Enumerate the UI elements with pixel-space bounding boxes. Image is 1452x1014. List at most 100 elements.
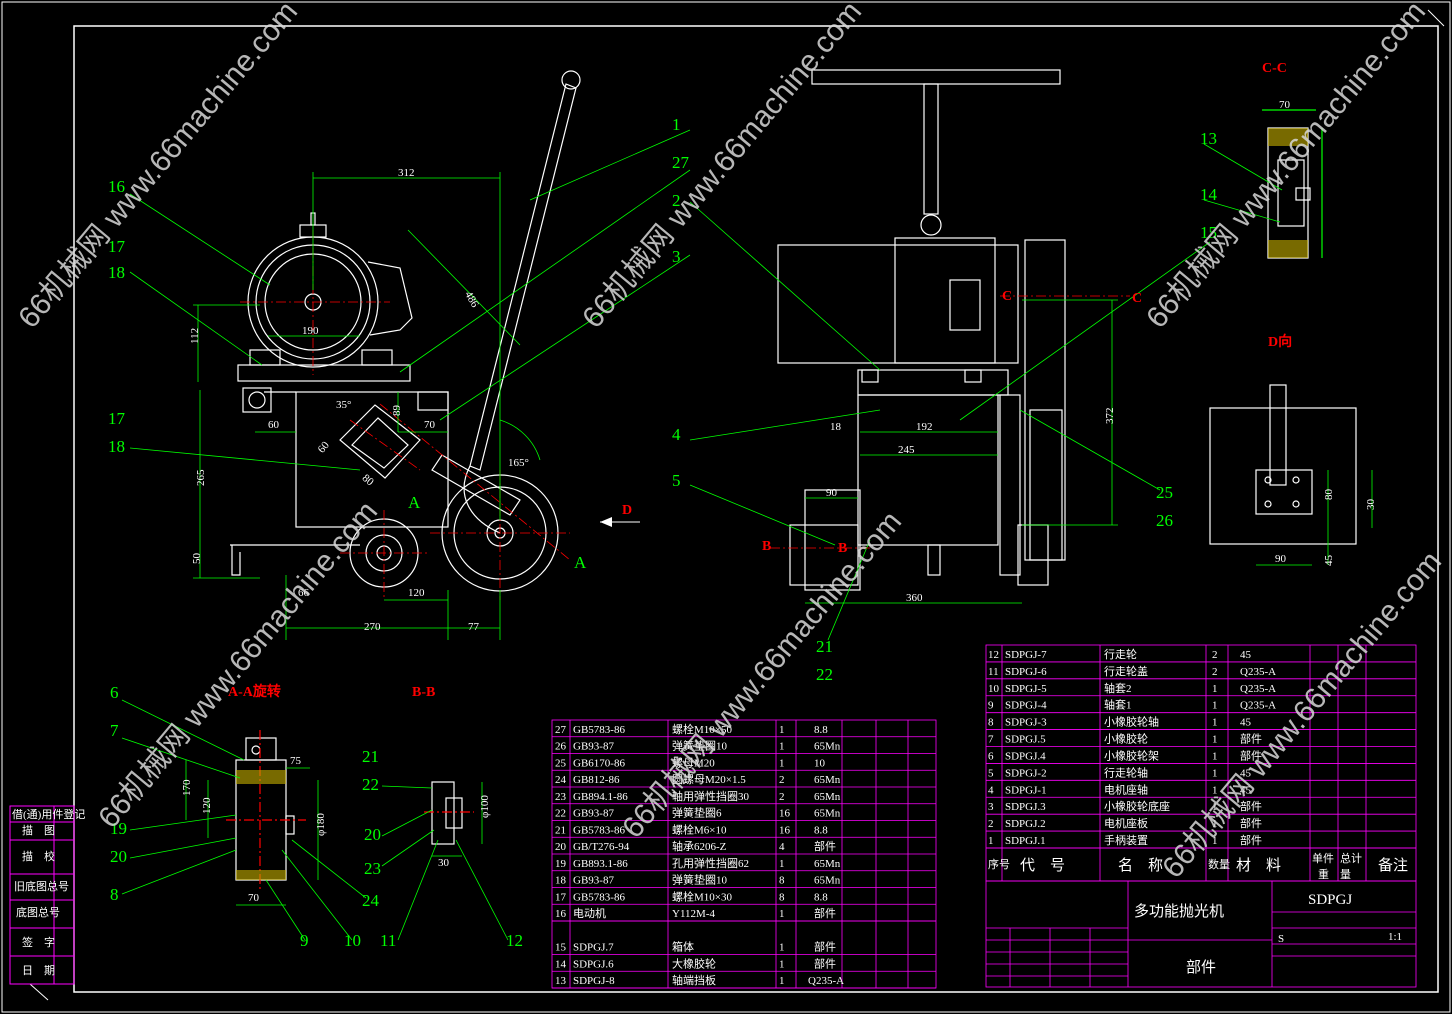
dimension-label: 70 <box>424 419 436 431</box>
bom-row-code: SDPGJ.5 <box>1005 734 1046 746</box>
bom-row-qty: 1 <box>1212 750 1218 762</box>
bom-row-code: SDPGJ.6 <box>573 958 614 970</box>
callout: 22 <box>816 665 833 684</box>
bom-header-weight: 重 量 <box>1318 867 1351 881</box>
bom-row-no: 13 <box>555 975 567 987</box>
section-leaders <box>121 699 509 941</box>
callout: 18 <box>108 437 125 456</box>
stamp-text: 签 字 <box>22 935 55 949</box>
bom-row-qty: 1 <box>1212 717 1218 729</box>
aa-dims <box>185 760 319 906</box>
bom-row-code: GB894.1-86 <box>573 791 628 803</box>
dimension-label: φ100 <box>479 795 491 818</box>
bom-row-name: 电机座轴 <box>1104 782 1148 796</box>
bom-row-code: SDPGJ-4 <box>1005 700 1047 712</box>
bom-row-qty: 2 <box>1212 649 1218 661</box>
bom-row-mat: 部件 <box>814 956 836 970</box>
bom-row-qty: 16 <box>779 824 791 836</box>
d-view-dims <box>1256 470 1373 566</box>
cc-hatch <box>1268 240 1308 258</box>
d-view <box>1209 384 1357 545</box>
bom-row-qty: 1 <box>1212 734 1218 746</box>
callout: 17 <box>108 237 126 256</box>
bom-row-mat: 65Mn <box>814 774 841 786</box>
view-arrow-d <box>600 517 612 527</box>
bom-row-no: 14 <box>555 958 567 970</box>
bom-row-mat: 65Mn <box>814 808 841 820</box>
bom-row-qty: 8 <box>779 891 785 903</box>
bom-row-no: 5 <box>988 767 994 779</box>
callout: 14 <box>1200 185 1218 204</box>
bom-row-name: 轴用弹性挡圈30 <box>672 789 749 803</box>
bom-row-code: SDPGJ.7 <box>573 942 614 954</box>
bom-row-qty: 1 <box>1212 835 1218 847</box>
callout: 20 <box>364 825 381 844</box>
dimension-label: 112 <box>189 328 201 344</box>
drawing-title: 多功能抛光机 <box>1134 903 1224 920</box>
bom-row-code: 电动机 <box>573 906 606 920</box>
bom-row-no: 24 <box>555 774 567 786</box>
bom-row-mat: 45 <box>1240 784 1252 796</box>
callout: 7 <box>110 721 119 740</box>
inner-border <box>73 25 1439 993</box>
corner-tick <box>1427 9 1445 27</box>
dimension-label: 190 <box>302 325 319 337</box>
bom-row-mat: 部件 <box>1240 816 1262 830</box>
drawing-scale: 1:1 <box>1388 931 1402 943</box>
bom-row-qty: 1 <box>779 942 785 954</box>
bom-row-name: 轴套1 <box>1104 698 1132 712</box>
bom-header-no: 序号 <box>988 857 1010 871</box>
bom-header-note: 备注 <box>1378 857 1408 874</box>
callout: 24 <box>362 891 380 910</box>
callout: 4 <box>672 425 681 444</box>
bom-row-code: GB893.1-86 <box>573 858 628 870</box>
section-title-aa: A-A旋转 <box>228 683 281 700</box>
side-view-centerlines <box>770 295 1130 549</box>
side-view-dims <box>689 201 1211 641</box>
bom-row-name: 圆螺母M20×1.5 <box>672 773 746 786</box>
bom-row-no: 27 <box>555 724 567 736</box>
callout: 21 <box>816 637 833 656</box>
bom-row-qty: 16 <box>779 808 791 820</box>
bom-row-mat: Q235-A <box>808 975 844 987</box>
bom-row-code: GB812-86 <box>573 774 620 786</box>
bom-row-code: GB5783-86 <box>573 724 625 736</box>
dimension-label: 18 <box>830 421 842 433</box>
bom-row-name: 螺栓M6×10 <box>672 822 727 836</box>
dimension-label: 35° <box>336 399 351 411</box>
side-stamp-column <box>9 805 75 985</box>
corner-tick <box>29 983 49 1001</box>
callout: 21 <box>362 747 379 766</box>
bom-row-name: 手柄装置 <box>1104 833 1148 847</box>
callout: 15 <box>1200 223 1217 242</box>
callout: 10 <box>344 931 361 950</box>
dimension-label: 75 <box>290 755 302 767</box>
bom-row-code: SDPGJ-5 <box>1005 683 1047 695</box>
callout: 9 <box>300 931 309 950</box>
dimension-label: 66 <box>298 587 310 599</box>
bom-header-total: 总计 <box>1340 851 1362 865</box>
dimension-label: 120 <box>408 587 425 599</box>
callout: 26 <box>1156 511 1173 530</box>
callout: 22 <box>362 775 379 794</box>
bom-row-code: SDPGJ-1 <box>1005 784 1047 796</box>
bom-row-name: Y112M-4 <box>672 908 715 920</box>
bb-dims <box>432 782 483 857</box>
dimension-label: 372 <box>1104 408 1116 425</box>
bom-row-name: 弹簧垫圈10 <box>672 739 727 753</box>
callout: 23 <box>364 859 381 878</box>
bom-row-mat: 部件 <box>1240 732 1262 746</box>
dimension-label: 360 <box>906 592 923 604</box>
bom-row-name: 轴承6206-Z <box>672 839 727 853</box>
bom-row-qty: 1 <box>779 975 785 987</box>
dimension-label: 270 <box>364 621 381 633</box>
watermark: 66机械网 www.66machine.com <box>576 0 868 334</box>
bom-row-code: SDPGJ-8 <box>573 975 615 987</box>
bom-row-name: 螺母M20 <box>672 756 715 769</box>
bom-row-code: GB/T276-94 <box>573 841 630 853</box>
cc-leaders <box>1203 143 1283 223</box>
dimension-label: 486 <box>462 289 481 310</box>
dimension-label: 30 <box>1365 499 1377 511</box>
